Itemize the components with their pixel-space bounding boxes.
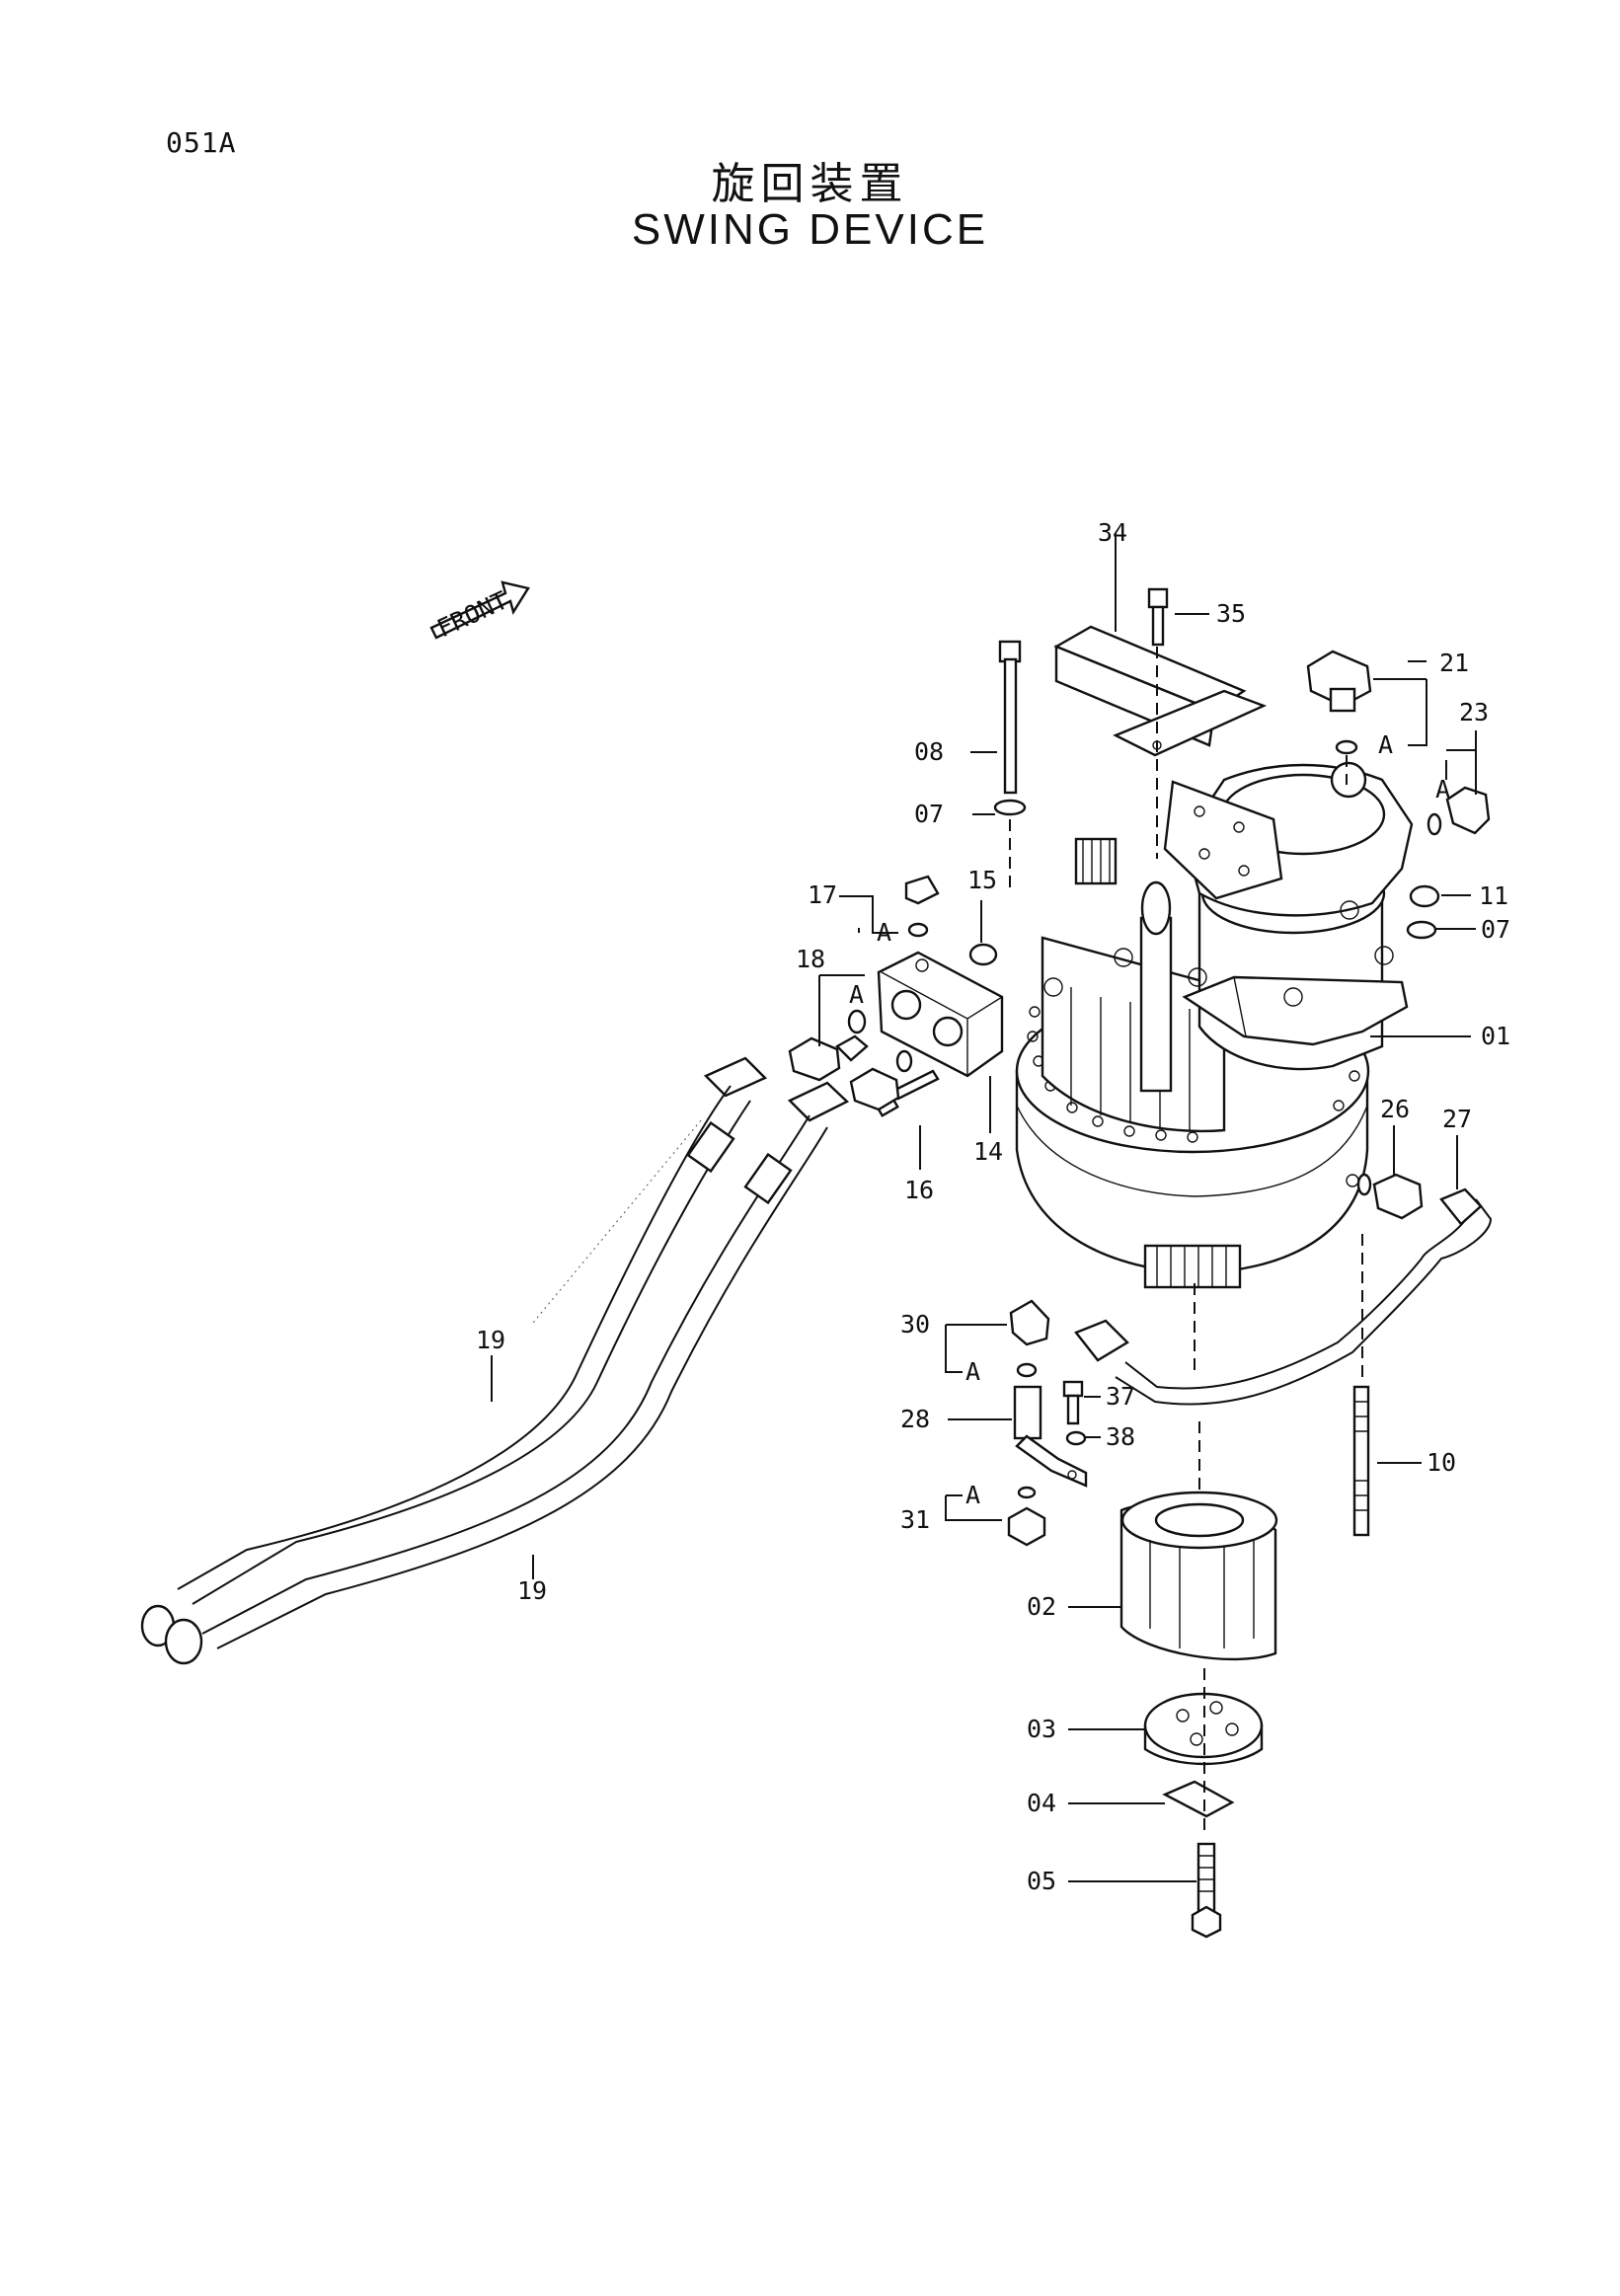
- callout-03: 03: [1027, 1715, 1056, 1743]
- elbow-part-30: [1009, 1299, 1050, 1378]
- plug-part-17: [904, 875, 940, 938]
- bolt-part-37: [1062, 1380, 1084, 1425]
- detail-a-18: A: [849, 980, 864, 1009]
- callout-31: 31: [900, 1505, 930, 1534]
- fitting-part-23: [1427, 786, 1491, 836]
- callout-38: 38: [1106, 1422, 1135, 1451]
- washer-part-07: [1406, 920, 1437, 940]
- pinion-part-02: [1119, 1491, 1278, 1661]
- fitting-part-21: [1306, 650, 1372, 785]
- bracket-part-28: [1013, 1385, 1088, 1488]
- o-ring-part-15: [968, 943, 998, 966]
- leader-lines: [491, 548, 1477, 1882]
- page-code: 051A: [166, 126, 237, 159]
- bolt-part-05: [1191, 1668, 1222, 1939]
- detail-a-21: A: [1378, 730, 1393, 759]
- callout-labels: 34 35 08 07 21 23 11 07 01 26 27 17 18 1…: [476, 518, 1510, 1895]
- callout-23: 23: [1459, 698, 1489, 727]
- detail-a-30: A: [965, 1357, 980, 1386]
- callout-08: 08: [914, 737, 944, 766]
- callout-30: 30: [900, 1310, 930, 1339]
- lock-plate-part-04: [1162, 1780, 1235, 1818]
- detail-a-17: A: [877, 918, 891, 947]
- swing-motor-assembly: [1015, 761, 1414, 1491]
- cover-part-34: [1053, 533, 1268, 757]
- callout-35: 35: [1216, 599, 1246, 628]
- manifold-block-part-14: [877, 951, 1004, 1078]
- callout-02: 02: [1027, 1592, 1056, 1621]
- page-title-japanese: 旋回装置: [711, 159, 909, 209]
- nut-part-11: [1409, 884, 1440, 908]
- callout-10: 10: [1427, 1448, 1456, 1477]
- detail-a-31: A: [965, 1481, 980, 1509]
- front-arrow-icon: FRONT: [429, 580, 530, 643]
- callout-27: 27: [1442, 1105, 1472, 1133]
- elbow-pipe-part-27: [1074, 1187, 1493, 1406]
- callout-26: 26: [1380, 1095, 1410, 1123]
- callout-11: 11: [1479, 881, 1508, 910]
- bolt-part-35: [1147, 587, 1169, 859]
- callout-01: 01: [1481, 1022, 1510, 1050]
- callout-04: 04: [1027, 1789, 1056, 1817]
- callout-18: 18: [796, 945, 825, 973]
- front-arrow-label: FRONT: [432, 585, 511, 643]
- page-title-english: SWING DEVICE: [631, 205, 989, 254]
- callout-16: 16: [904, 1176, 934, 1204]
- washer-part-38: [1065, 1430, 1087, 1446]
- detail-a-23: A: [1435, 775, 1450, 804]
- callout-15: 15: [967, 866, 997, 894]
- callout-28: 28: [900, 1405, 930, 1433]
- plug-part-31: [1007, 1486, 1046, 1547]
- callout-19-lower: 19: [517, 1576, 547, 1605]
- callout-07-right: 07: [1481, 915, 1510, 944]
- callout-07-left: 07: [914, 800, 944, 828]
- stud-part-10: [1352, 1234, 1370, 1537]
- callout-37: 37: [1106, 1382, 1135, 1411]
- callout-19-upper: 19: [476, 1326, 505, 1354]
- callout-14: 14: [973, 1137, 1003, 1166]
- adapter-part-18: [788, 1009, 913, 1111]
- callout-17: 17: [808, 880, 837, 909]
- callout-34: 34: [1098, 518, 1127, 547]
- connector-part-26: [1356, 1173, 1424, 1220]
- hose-assembly-part-19: [140, 1056, 850, 1665]
- stud-bolt-part-08: [993, 640, 1027, 893]
- callout-21: 21: [1439, 649, 1469, 677]
- callout-05: 05: [1027, 1867, 1056, 1895]
- detail-a-markers: A A A A A A: [849, 730, 1450, 1509]
